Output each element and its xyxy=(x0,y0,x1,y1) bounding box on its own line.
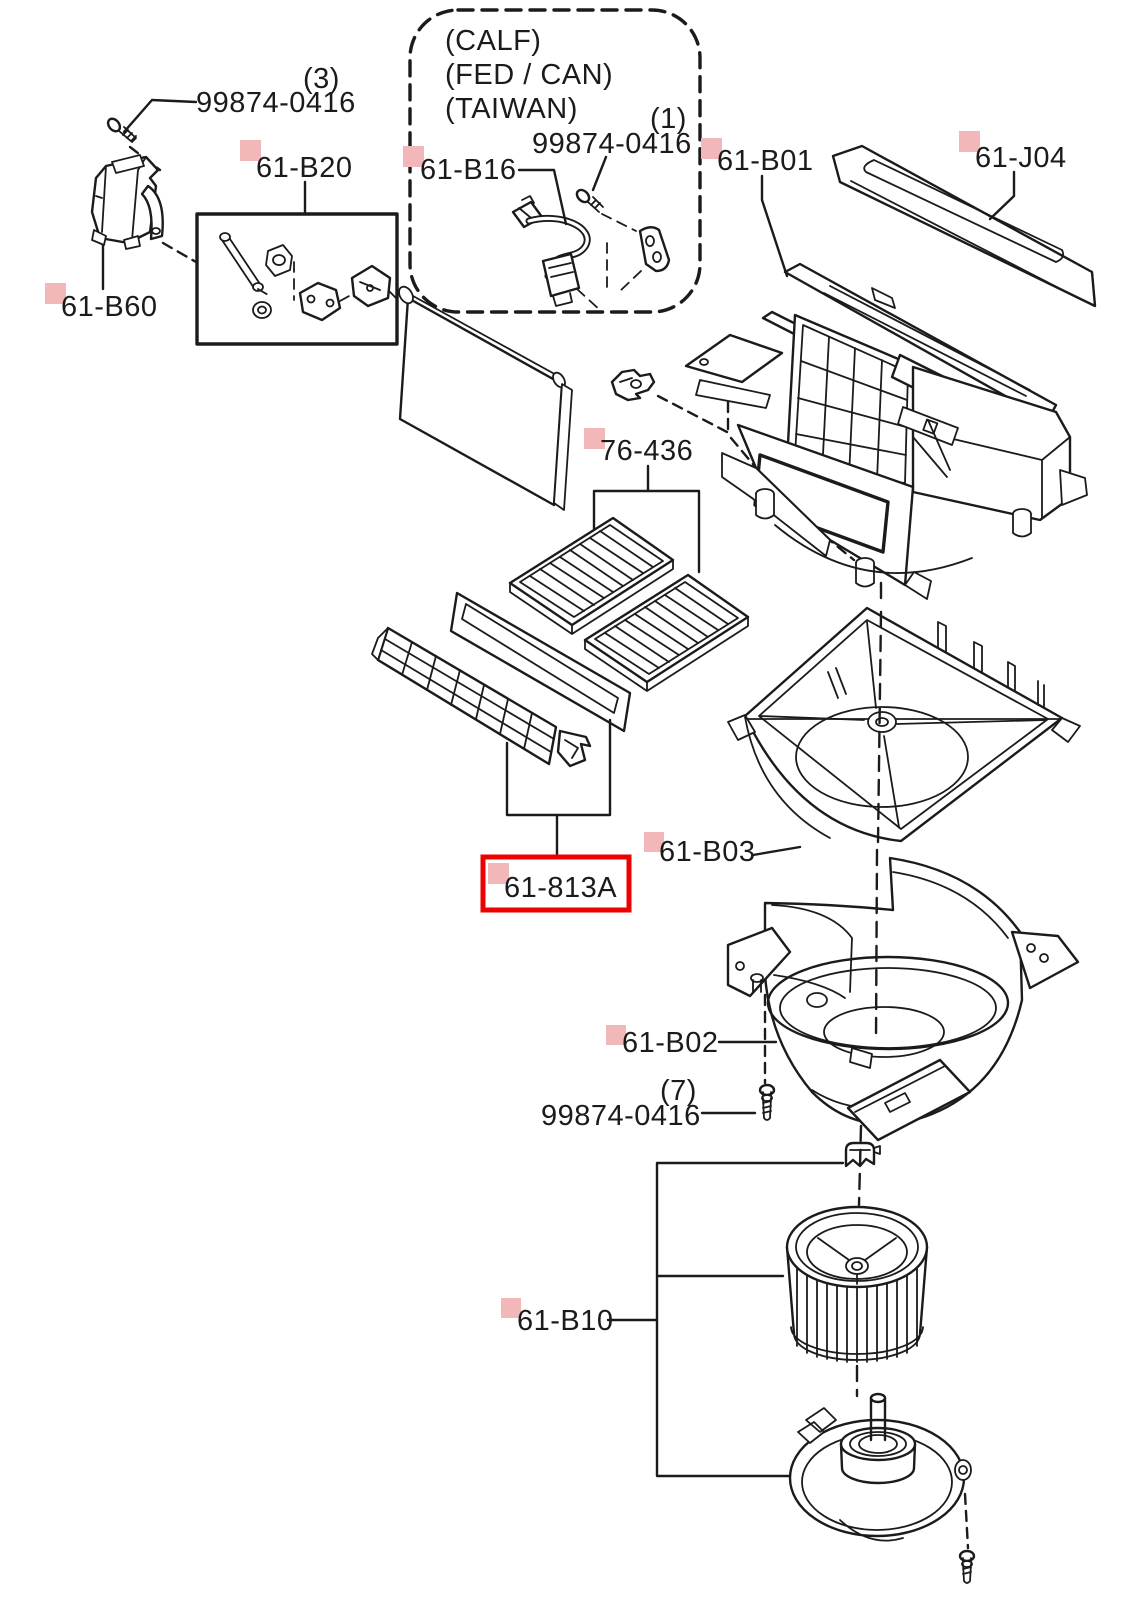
variant-fed-can: (FED / CAN) xyxy=(445,59,613,91)
part-marker[interactable] xyxy=(45,283,66,304)
screw-b02-drawing xyxy=(758,993,776,1121)
part-marker[interactable] xyxy=(701,138,722,159)
grille-drawing-61-813A xyxy=(371,626,592,768)
part-label-61-B02[interactable]: 61-B02 xyxy=(622,1027,719,1059)
part-marker[interactable] xyxy=(959,131,980,152)
cover-drawing-61-J04 xyxy=(831,144,1097,308)
clip-drawing xyxy=(610,368,656,402)
part-label-61-B03[interactable]: 61-B03 xyxy=(659,836,756,868)
highlight-box-61-813A xyxy=(480,854,632,913)
gasket-drawing xyxy=(449,591,632,733)
part-label-61-J04[interactable]: 61-J04 xyxy=(975,142,1067,174)
actuator-drawing-61-B60 xyxy=(90,154,164,250)
part-marker[interactable] xyxy=(584,428,605,449)
part-marker[interactable] xyxy=(403,146,424,167)
link-kit-box-61-B20 xyxy=(195,212,399,346)
blower-housing-drawing-61-B02 xyxy=(726,856,1080,1142)
filter-box-lines xyxy=(592,489,701,574)
fan-tray-drawing-61-B03 xyxy=(727,606,1081,843)
part-label-61-B60[interactable]: 61-B60 xyxy=(61,291,158,323)
qty-b16-screw: (1) xyxy=(650,103,687,135)
part-marker[interactable] xyxy=(501,1298,521,1318)
labels: (3) 99874-0416 61-B20 (CALF) (FED / CAN)… xyxy=(45,25,1067,1337)
qty-top-screw: (3) xyxy=(303,63,340,95)
motor-drawing xyxy=(788,1392,976,1584)
part-marker[interactable] xyxy=(644,832,664,852)
variant-taiwan: (TAIWAN) xyxy=(445,93,578,125)
part-label-61-B01[interactable]: 61-B01 xyxy=(717,145,814,177)
clamp-drawing xyxy=(844,1141,881,1168)
part-label-61-B16[interactable]: 61-B16 xyxy=(420,154,517,186)
part-marker[interactable] xyxy=(606,1025,626,1045)
part-label-61-B10[interactable]: 61-B10 xyxy=(517,1305,614,1337)
main-case-drawing-61-B01 xyxy=(684,262,1088,600)
qty-bottom-screw: (7) xyxy=(660,1075,697,1107)
core-panel-drawing xyxy=(398,285,573,511)
filter-b-drawing xyxy=(583,573,750,692)
part-label-61-813A[interactable]: 61-813A xyxy=(504,872,617,904)
part-label-61-B20[interactable]: 61-B20 xyxy=(256,152,353,184)
screw-top-drawing xyxy=(106,117,137,143)
variant-calf: (CALF) xyxy=(445,25,541,57)
part-number-top-screw[interactable]: 99874-0416 xyxy=(196,87,356,119)
part-number-b16-screw[interactable]: 99874-0416 xyxy=(532,128,692,160)
harness-drawing-61-B16 xyxy=(511,188,671,312)
filter-a-drawing xyxy=(508,516,675,635)
part-label-76-436[interactable]: 76-436 xyxy=(600,435,693,467)
part-marker[interactable] xyxy=(240,140,261,161)
leader-lines xyxy=(101,98,1016,1322)
part-marker[interactable] xyxy=(488,863,509,884)
part-number-bottom-screw[interactable]: 99874-0416 xyxy=(541,1100,701,1132)
axis-dashed-lines xyxy=(855,581,883,1398)
blower-wheel-drawing xyxy=(785,1205,929,1363)
grille-bracket-lines xyxy=(505,718,612,817)
